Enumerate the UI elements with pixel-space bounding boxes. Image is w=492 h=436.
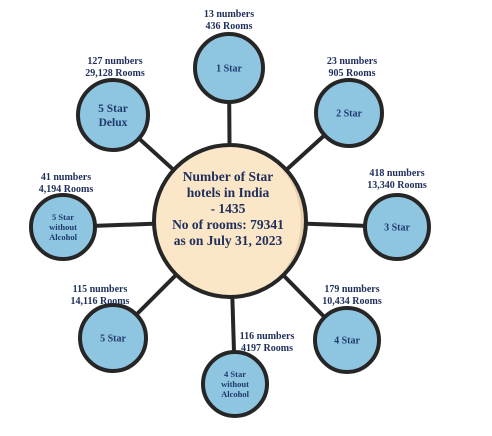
node-circle-3-star (363, 193, 431, 261)
count-label-5-star-delux: 127 numbers (87, 56, 142, 67)
node-3-star: 3 Star (363, 193, 431, 261)
rooms-label-5-star: 14,116 Rooms (71, 296, 130, 307)
spoke-5-star-without-alcohol (93, 221, 157, 228)
node-circle-4-star-without-alcohol (201, 350, 269, 418)
node-label-5-star-1: 5 Star (100, 334, 126, 345)
node-2-star: 2 Star (314, 78, 384, 148)
node-label-2-star-1: 2 Star (336, 109, 362, 120)
center-hub-circle (154, 145, 306, 297)
rooms-label-5-star-without-alcohol: 4,194 Rooms (39, 184, 94, 195)
node-label-4-star-without-alcohol-1: 4 Star (224, 369, 246, 379)
count-label-5-star-without-alcohol: 41 numbers (41, 172, 91, 183)
rooms-label-2-star: 905 Rooms (329, 68, 376, 79)
rooms-label-4-star: 10,434 Rooms (322, 296, 382, 307)
node-circle-2-star (314, 78, 384, 148)
node-circle-1-star (193, 32, 265, 104)
node-circle-5-star-delux (76, 78, 150, 152)
spokes-layer (93, 100, 367, 354)
node-label-5-star-delux-2: Delux (99, 117, 128, 129)
spoke-2-star (283, 133, 327, 173)
node-circle-4-star (313, 306, 381, 374)
node-4-star: 4 Star (313, 306, 381, 374)
spoke-5-star (134, 271, 180, 317)
node-label-5-star-without-alcohol-2: without (49, 222, 77, 232)
node-circle-5-star (78, 303, 148, 373)
spoke-4-star (280, 272, 327, 320)
count-label-3-star: 418 numbers (369, 168, 424, 179)
center-line-3: - 1435 (211, 201, 246, 216)
node-label-1-star-1: 1 Star (216, 64, 242, 75)
spoke-4-star-without-alcohol (230, 294, 237, 354)
node-label-5-star-delux-1: 5 Star (98, 103, 128, 115)
count-label-4-star: 179 numbers (324, 284, 379, 295)
rooms-label-3-star: 13,340 Rooms (367, 180, 427, 191)
node-label-5-star-without-alcohol-1: 5 Star (52, 212, 74, 222)
node-1-star: 1 Star (193, 32, 265, 104)
node-label-4-star-without-alcohol-3: Alcohol (221, 389, 250, 399)
count-label-5-star: 115 numbers (73, 284, 128, 295)
node-label-4-star-1: 4 Star (334, 336, 360, 347)
center-line-5: as on July 31, 2023 (174, 233, 283, 248)
rooms-label-4-star-without-alcohol: 4197 Rooms (241, 343, 293, 354)
node-label-5-star-without-alcohol-3: Alcohol (49, 232, 78, 242)
node-5-star: 5 Star (78, 303, 148, 373)
center-line-1: Number of Star (183, 169, 274, 184)
center-line-2: hotels in India (187, 185, 270, 200)
rooms-label-1-star: 436 Rooms (206, 21, 253, 32)
center-line-4: No of rooms: 79341 (172, 217, 284, 232)
spoke-5-star-delux (136, 136, 177, 173)
node-label-3-star-1: 3 Star (384, 223, 410, 234)
center-hub-outline (152, 143, 308, 299)
center-hub: Number of Star hotels in India - 1435 No… (152, 143, 308, 299)
count-label-4-star-without-alcohol: 116 numbers (240, 331, 295, 342)
node-label-4-star-without-alcohol-2: without (221, 379, 249, 389)
count-label-2-star: 23 numbers (327, 56, 377, 67)
rooms-label-5-star-delux: 29,128 Rooms (85, 68, 145, 79)
spoke-3-star (303, 221, 367, 228)
count-label-1-star: 13 numbers (204, 9, 254, 20)
node-circle-5-star-without-alcohol (29, 193, 97, 261)
